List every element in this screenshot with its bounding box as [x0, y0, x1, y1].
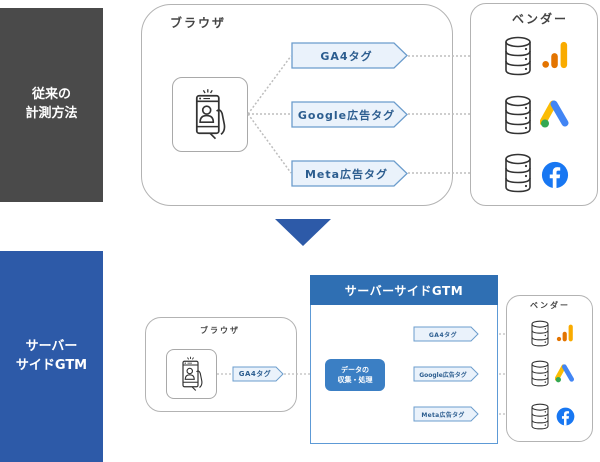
database-server-icon	[503, 153, 533, 193]
server-side-gtm-text: サーバー サイドGTM	[15, 338, 88, 373]
tag-label: Meta広告タグ	[421, 411, 465, 419]
server-side-gtm-title: サーバーサイドGTM	[344, 283, 464, 298]
tag-ga4-browser-bottom: GA4タグ	[232, 366, 284, 382]
database-server-icon	[503, 95, 533, 135]
tag-google-ads-gtm: Google広告タグ	[413, 366, 479, 382]
tag-label: GA4タグ	[428, 331, 458, 339]
facebook-icon	[541, 161, 569, 189]
tag-ga4-gtm: GA4タグ	[413, 326, 479, 342]
traditional-method-text: 従来の 計測方法	[25, 87, 78, 121]
server-side-gtm-label: サーバー サイドGTM	[0, 251, 103, 462]
vendor-box-bottom	[506, 295, 593, 442]
tag-meta-top: Meta広告タグ	[291, 160, 408, 187]
google-analytics-icon	[541, 41, 569, 69]
connector-to-ga4	[247, 55, 292, 115]
vendor-title-top: ベンダー	[511, 12, 568, 26]
tag-label: Google広告タグ	[419, 371, 467, 379]
tag-label: Google広告タグ	[297, 108, 396, 122]
traditional-method-label: 従来の 計測方法	[0, 8, 103, 202]
device-card-bottom	[166, 349, 217, 399]
browser-title-top: ブラウザ	[170, 16, 227, 30]
tag-ga4-top: GA4タグ	[291, 42, 408, 69]
database-server-icon	[503, 36, 533, 76]
tag-label: GA4タグ	[238, 370, 272, 378]
tag-meta-gtm: Meta広告タグ	[413, 406, 479, 422]
connector-to-meta	[247, 113, 292, 174]
data-processor-text: データの 収集・処理	[337, 365, 373, 385]
server-side-gtm-header: サーバーサイドGTM	[310, 275, 498, 305]
google-analytics-icon	[556, 324, 574, 342]
database-server-icon	[530, 360, 550, 387]
database-server-icon	[530, 403, 550, 430]
device-card-top	[172, 77, 248, 152]
vendor-box-top	[470, 3, 598, 206]
browser-title-bottom: ブラウザ	[200, 326, 240, 335]
google-ads-icon	[555, 364, 575, 384]
tag-google-ads-top: Google広告タグ	[291, 101, 408, 128]
data-processor-box: データの 収集・処理	[325, 359, 385, 391]
vendor-title-bottom: ベンダー	[530, 301, 570, 310]
tag-label: GA4タグ	[320, 49, 373, 63]
google-ads-icon	[540, 100, 570, 130]
database-server-icon	[530, 320, 550, 347]
tag-label: Meta広告タグ	[304, 167, 389, 181]
facebook-icon	[556, 407, 575, 426]
down-triangle-arrow-icon	[275, 219, 331, 246]
